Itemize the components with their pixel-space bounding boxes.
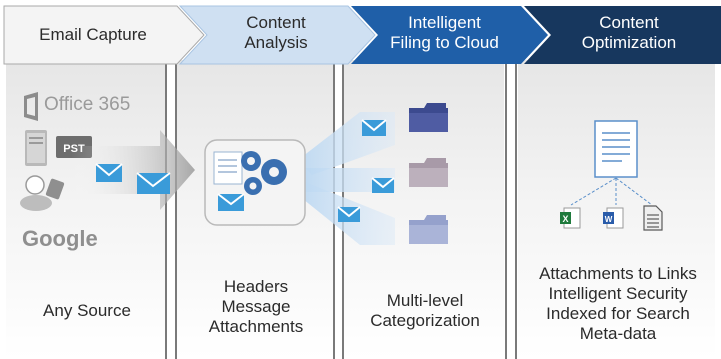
svg-text:X: X bbox=[562, 214, 568, 224]
folder-icon-secondary bbox=[409, 158, 448, 187]
document-tree bbox=[570, 120, 653, 206]
step-1-title: Email Capture bbox=[39, 25, 147, 44]
svg-text:W: W bbox=[605, 215, 613, 224]
office-365-logo bbox=[24, 92, 38, 121]
google-logo: Google bbox=[22, 226, 98, 251]
envelope-icon bbox=[337, 206, 361, 222]
analysis-engine-icon bbox=[204, 139, 306, 226]
step-2-caption: Headers Message Attachments bbox=[208, 277, 304, 336]
word-file-icon: W bbox=[603, 207, 624, 229]
step-3-caption: Multi-level Categorization bbox=[370, 291, 480, 330]
folder-icon-primary bbox=[409, 103, 448, 132]
user-device-icon bbox=[20, 175, 65, 211]
step-4-title: Content Optimization bbox=[581, 13, 677, 52]
chevron-step-4 bbox=[524, 6, 721, 64]
step-3-title: Intelligent Filing to Cloud bbox=[390, 13, 499, 52]
office-365-label: Office 365 bbox=[44, 94, 131, 115]
excel-file-icon: X bbox=[560, 207, 581, 229]
chevron-step-1 bbox=[3, 5, 205, 65]
server-icon bbox=[25, 130, 47, 166]
text-file-icon bbox=[643, 205, 663, 231]
step-1-caption: Any Source bbox=[43, 301, 131, 320]
envelope-icon bbox=[371, 177, 395, 193]
document-icon bbox=[594, 120, 638, 178]
step-2-title: Content Analysis bbox=[244, 13, 308, 52]
step-4-caption: Attachments to Links Intelligent Securit… bbox=[539, 264, 697, 343]
envelope-icon bbox=[361, 119, 387, 136]
envelope-icon bbox=[136, 172, 171, 194]
folder-icon-tertiary bbox=[409, 215, 448, 244]
envelope-icon bbox=[95, 163, 123, 182]
chevron-steps bbox=[3, 5, 721, 65]
chevron-step-2 bbox=[178, 5, 376, 65]
column-dividers bbox=[165, 58, 517, 359]
chevron-step-3 bbox=[351, 6, 548, 64]
